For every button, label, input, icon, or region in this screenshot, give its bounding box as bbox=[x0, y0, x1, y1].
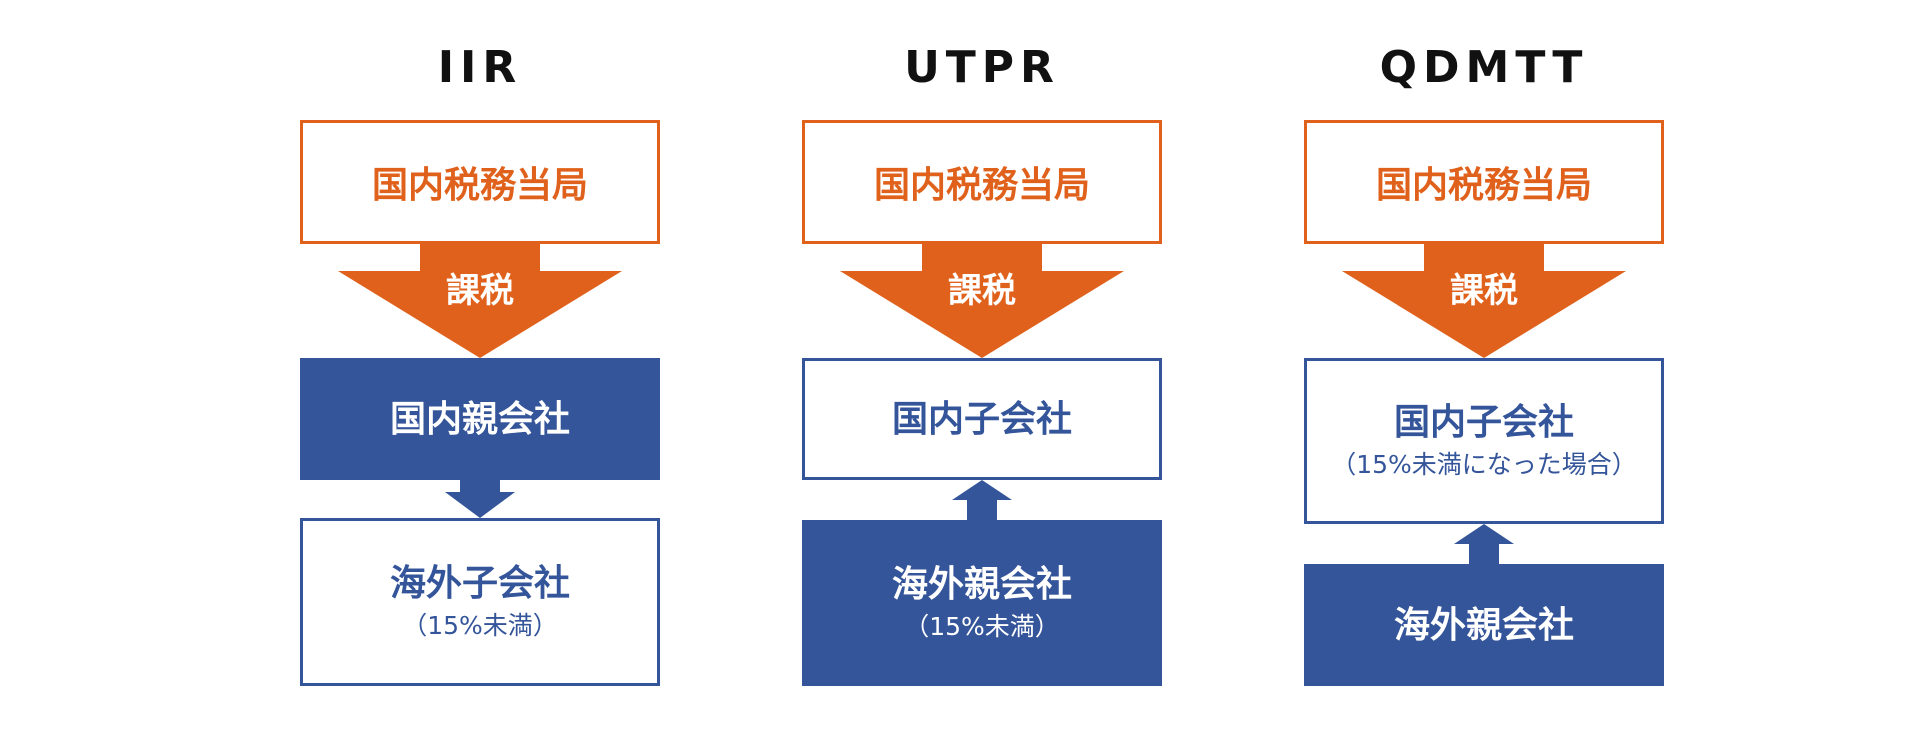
taxation-arrow bbox=[1304, 243, 1664, 358]
column-title: UTPR bbox=[904, 42, 1060, 93]
entity-name: 海外子会社 bbox=[389, 563, 570, 605]
rate-note: （15%未満） bbox=[402, 611, 558, 641]
entity-name: 国内子会社 bbox=[891, 398, 1072, 440]
domestic-parent-box: 国内親会社 bbox=[300, 358, 660, 480]
rate-note: （15%未満になった場合） bbox=[1331, 450, 1637, 480]
entity-name: 国内親会社 bbox=[389, 398, 570, 440]
column-utpr: UTPR 国内税務当局 課税 国内子会社 海外親会社 （15%未満） bbox=[802, 0, 1162, 730]
domestic-tax-authority-box: 国内税務当局 bbox=[1304, 120, 1664, 244]
entity-name: 国内子会社 bbox=[1393, 402, 1574, 444]
taxation-arrow bbox=[802, 243, 1162, 358]
domestic-tax-authority-box: 国内税務当局 bbox=[802, 120, 1162, 244]
foreign-parent-box: 海外親会社 bbox=[1304, 564, 1664, 686]
up-arrow bbox=[952, 480, 1012, 520]
entity-name: 海外親会社 bbox=[891, 564, 1072, 606]
column-title: IIR bbox=[437, 42, 523, 93]
taxation-arrow bbox=[300, 243, 660, 358]
rate-note: （15%未満） bbox=[904, 612, 1060, 642]
taxation-label: 課税 bbox=[948, 271, 1016, 311]
foreign-parent-box: 海外親会社 （15%未満） bbox=[802, 520, 1162, 686]
column-qdmtt: QDMTT 国内税務当局 課税 国内子会社 （15%未満になった場合） 海外親会… bbox=[1304, 0, 1664, 730]
domestic-subsidiary-box: 国内子会社 （15%未満になった場合） bbox=[1304, 358, 1664, 524]
column-iir: IIR 国内税務当局 課税 国内親会社 海外子会社 （15%未満） bbox=[300, 0, 660, 730]
taxation-label: 課税 bbox=[1450, 271, 1518, 311]
taxation-label: 課税 bbox=[446, 271, 514, 311]
domestic-subsidiary-box: 国内子会社 bbox=[802, 358, 1162, 480]
domestic-tax-authority-box: 国内税務当局 bbox=[300, 120, 660, 244]
down-arrow bbox=[445, 480, 515, 518]
entity-name: 海外親会社 bbox=[1393, 604, 1574, 646]
foreign-subsidiary-box: 海外子会社 （15%未満） bbox=[300, 518, 660, 686]
up-arrow bbox=[1454, 524, 1514, 564]
column-title: QDMTT bbox=[1379, 42, 1589, 93]
